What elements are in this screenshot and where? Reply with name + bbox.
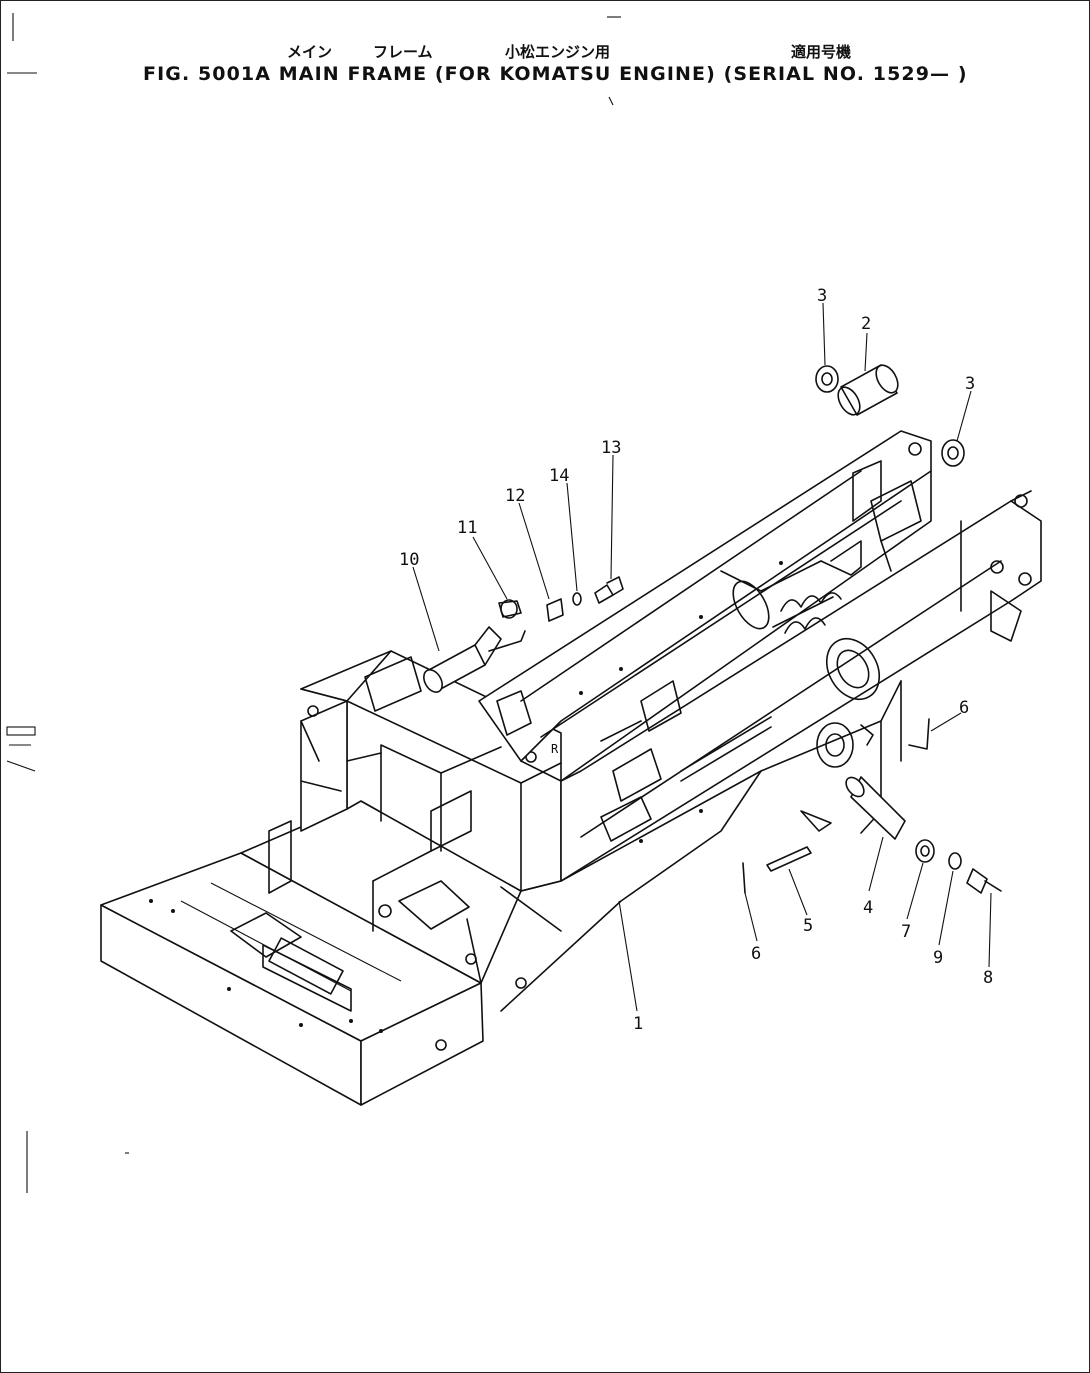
callout-14: 14 [549,466,569,486]
callout-3b: 3 [965,374,975,394]
callout-5: 5 [803,916,813,936]
callout-13: 13 [601,438,621,458]
callout-8: 8 [983,968,993,988]
callout-6b: 6 [751,944,761,964]
callout-11: 11 [457,518,477,538]
japanese-caption: メイン フレーム 小松エンジン用 適用号機 [151,41,1011,63]
svg-text:R: R [551,742,559,756]
rod [766,846,812,872]
jp-word-komatsu-engine: 小松エンジン用 [505,43,611,61]
callout-2: 2 [861,314,871,334]
jp-word-frame: フレーム [373,43,433,61]
jp-word-serial: 適用号機 [791,43,852,61]
loose-parts [423,364,1002,894]
jp-word-main: メイン [287,43,333,61]
callout-numbers: 1 2 3 3 4 5 6 6 7 8 9 10 11 12 13 14 [399,286,993,1034]
callout-6a: 6 [959,698,969,718]
callout-7: 7 [901,922,911,942]
scan-artifacts [6,13,621,1193]
callout-10: 10 [399,550,419,570]
callout-9: 9 [933,948,943,968]
main-frame: R [100,430,1042,1106]
callout-4: 4 [863,898,873,918]
leader-lines [412,302,992,1012]
callout-12: 12 [505,486,525,506]
figure-title: FIG. 5001A MAIN FRAME (FOR KOMATSU ENGIN… [143,63,968,85]
callout-3a: 3 [817,286,827,306]
callout-1: 1 [633,1014,643,1034]
right-side-rail [560,500,1042,882]
